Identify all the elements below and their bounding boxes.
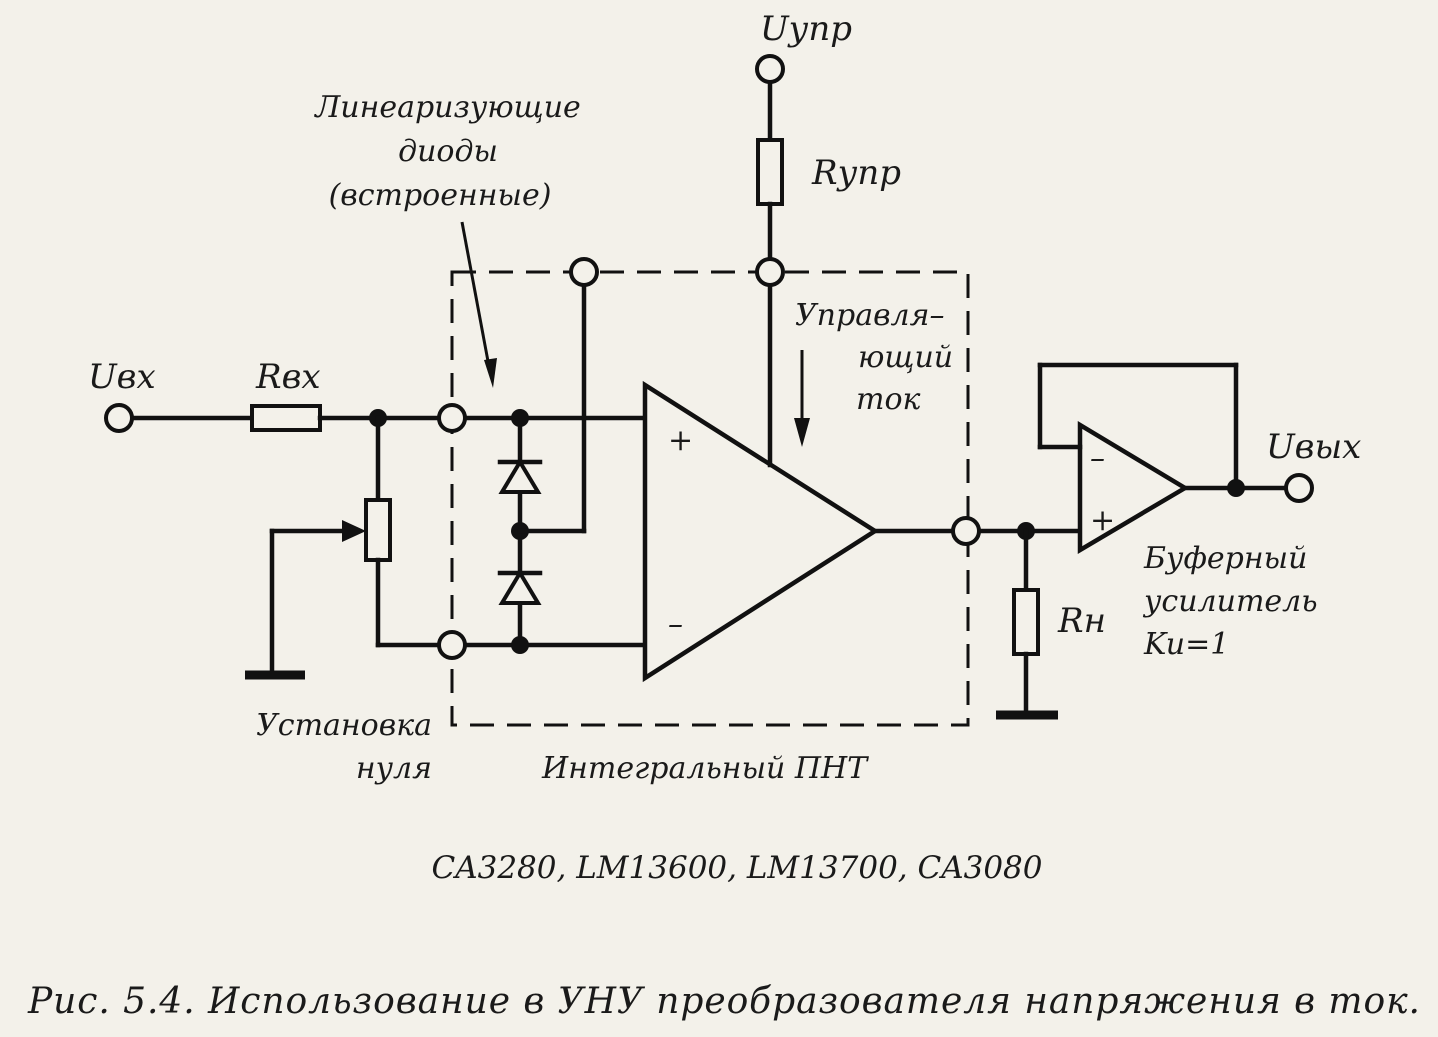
- figure-caption: Рис. 5.4. Использование в УНУ преобразов…: [27, 981, 1420, 1022]
- control-resistor: [756, 138, 784, 206]
- load-resistor: [1012, 588, 1040, 656]
- junction-dot: [1227, 479, 1245, 497]
- label-diodes-1: Линеаризующие: [313, 90, 581, 125]
- label-buffer-1: Буферный: [1143, 541, 1307, 576]
- label-ctrl-current-3: ток: [856, 382, 921, 417]
- label-r-in: Rвх: [255, 357, 321, 397]
- ota-amplifier: [642, 380, 880, 683]
- diodes-pointer-arrow-icon: [484, 358, 497, 388]
- zero-set-potentiometer: [364, 498, 392, 562]
- ota-pin-output: [951, 516, 981, 546]
- label-u-in: Uвх: [88, 357, 156, 397]
- ota-plus-sign: +: [668, 423, 693, 458]
- label-diodes-3: (встроенные): [329, 178, 552, 213]
- buffer-amplifier: [1077, 421, 1190, 554]
- label-r-load: Rн: [1057, 601, 1106, 641]
- label-buffer-3: Ku=1: [1143, 627, 1229, 662]
- ota-chip-boundary: [450, 270, 970, 727]
- label-buffer-2: усилитель: [1142, 584, 1318, 619]
- junction-dot: [511, 409, 529, 427]
- label-r-ctrl: Rупр: [811, 153, 901, 193]
- diode-bottom: [498, 569, 542, 605]
- diodes-pointer-line: [460, 221, 492, 373]
- buffer-minus-sign: –: [1090, 441, 1105, 476]
- buffer-plus-sign: +: [1090, 503, 1115, 538]
- control-current-arrow-icon: [794, 418, 810, 447]
- junction-dot: [511, 636, 529, 654]
- input-terminal: [104, 403, 134, 433]
- ota-minus-sign: –: [668, 607, 683, 642]
- control-voltage-terminal: [755, 54, 785, 84]
- ota-pin-plus: [437, 403, 467, 433]
- ota-pin-minus: [437, 630, 467, 660]
- ota-pin-control: [755, 257, 785, 287]
- label-zero-1: Установка: [256, 708, 432, 743]
- part-numbers: CA3280, LM13600, LM13700, CA3080: [431, 850, 1042, 886]
- wiper-arrow: [342, 520, 366, 542]
- ota-pin-diode-bias: [569, 257, 599, 287]
- output-terminal: [1284, 473, 1314, 503]
- label-diodes-2: диоды: [398, 134, 498, 169]
- label-u-ctrl: Uупр: [760, 9, 852, 49]
- label-u-out: Uвых: [1266, 427, 1361, 467]
- label-ctrl-current-1: Управля–: [795, 298, 945, 333]
- diode-top: [498, 458, 542, 494]
- input-resistor: [250, 404, 322, 432]
- label-ctrl-current-2: ющий: [858, 340, 953, 375]
- label-zero-2: нуля: [356, 751, 432, 786]
- label-ota-block: Интегральный ПНТ: [541, 751, 869, 786]
